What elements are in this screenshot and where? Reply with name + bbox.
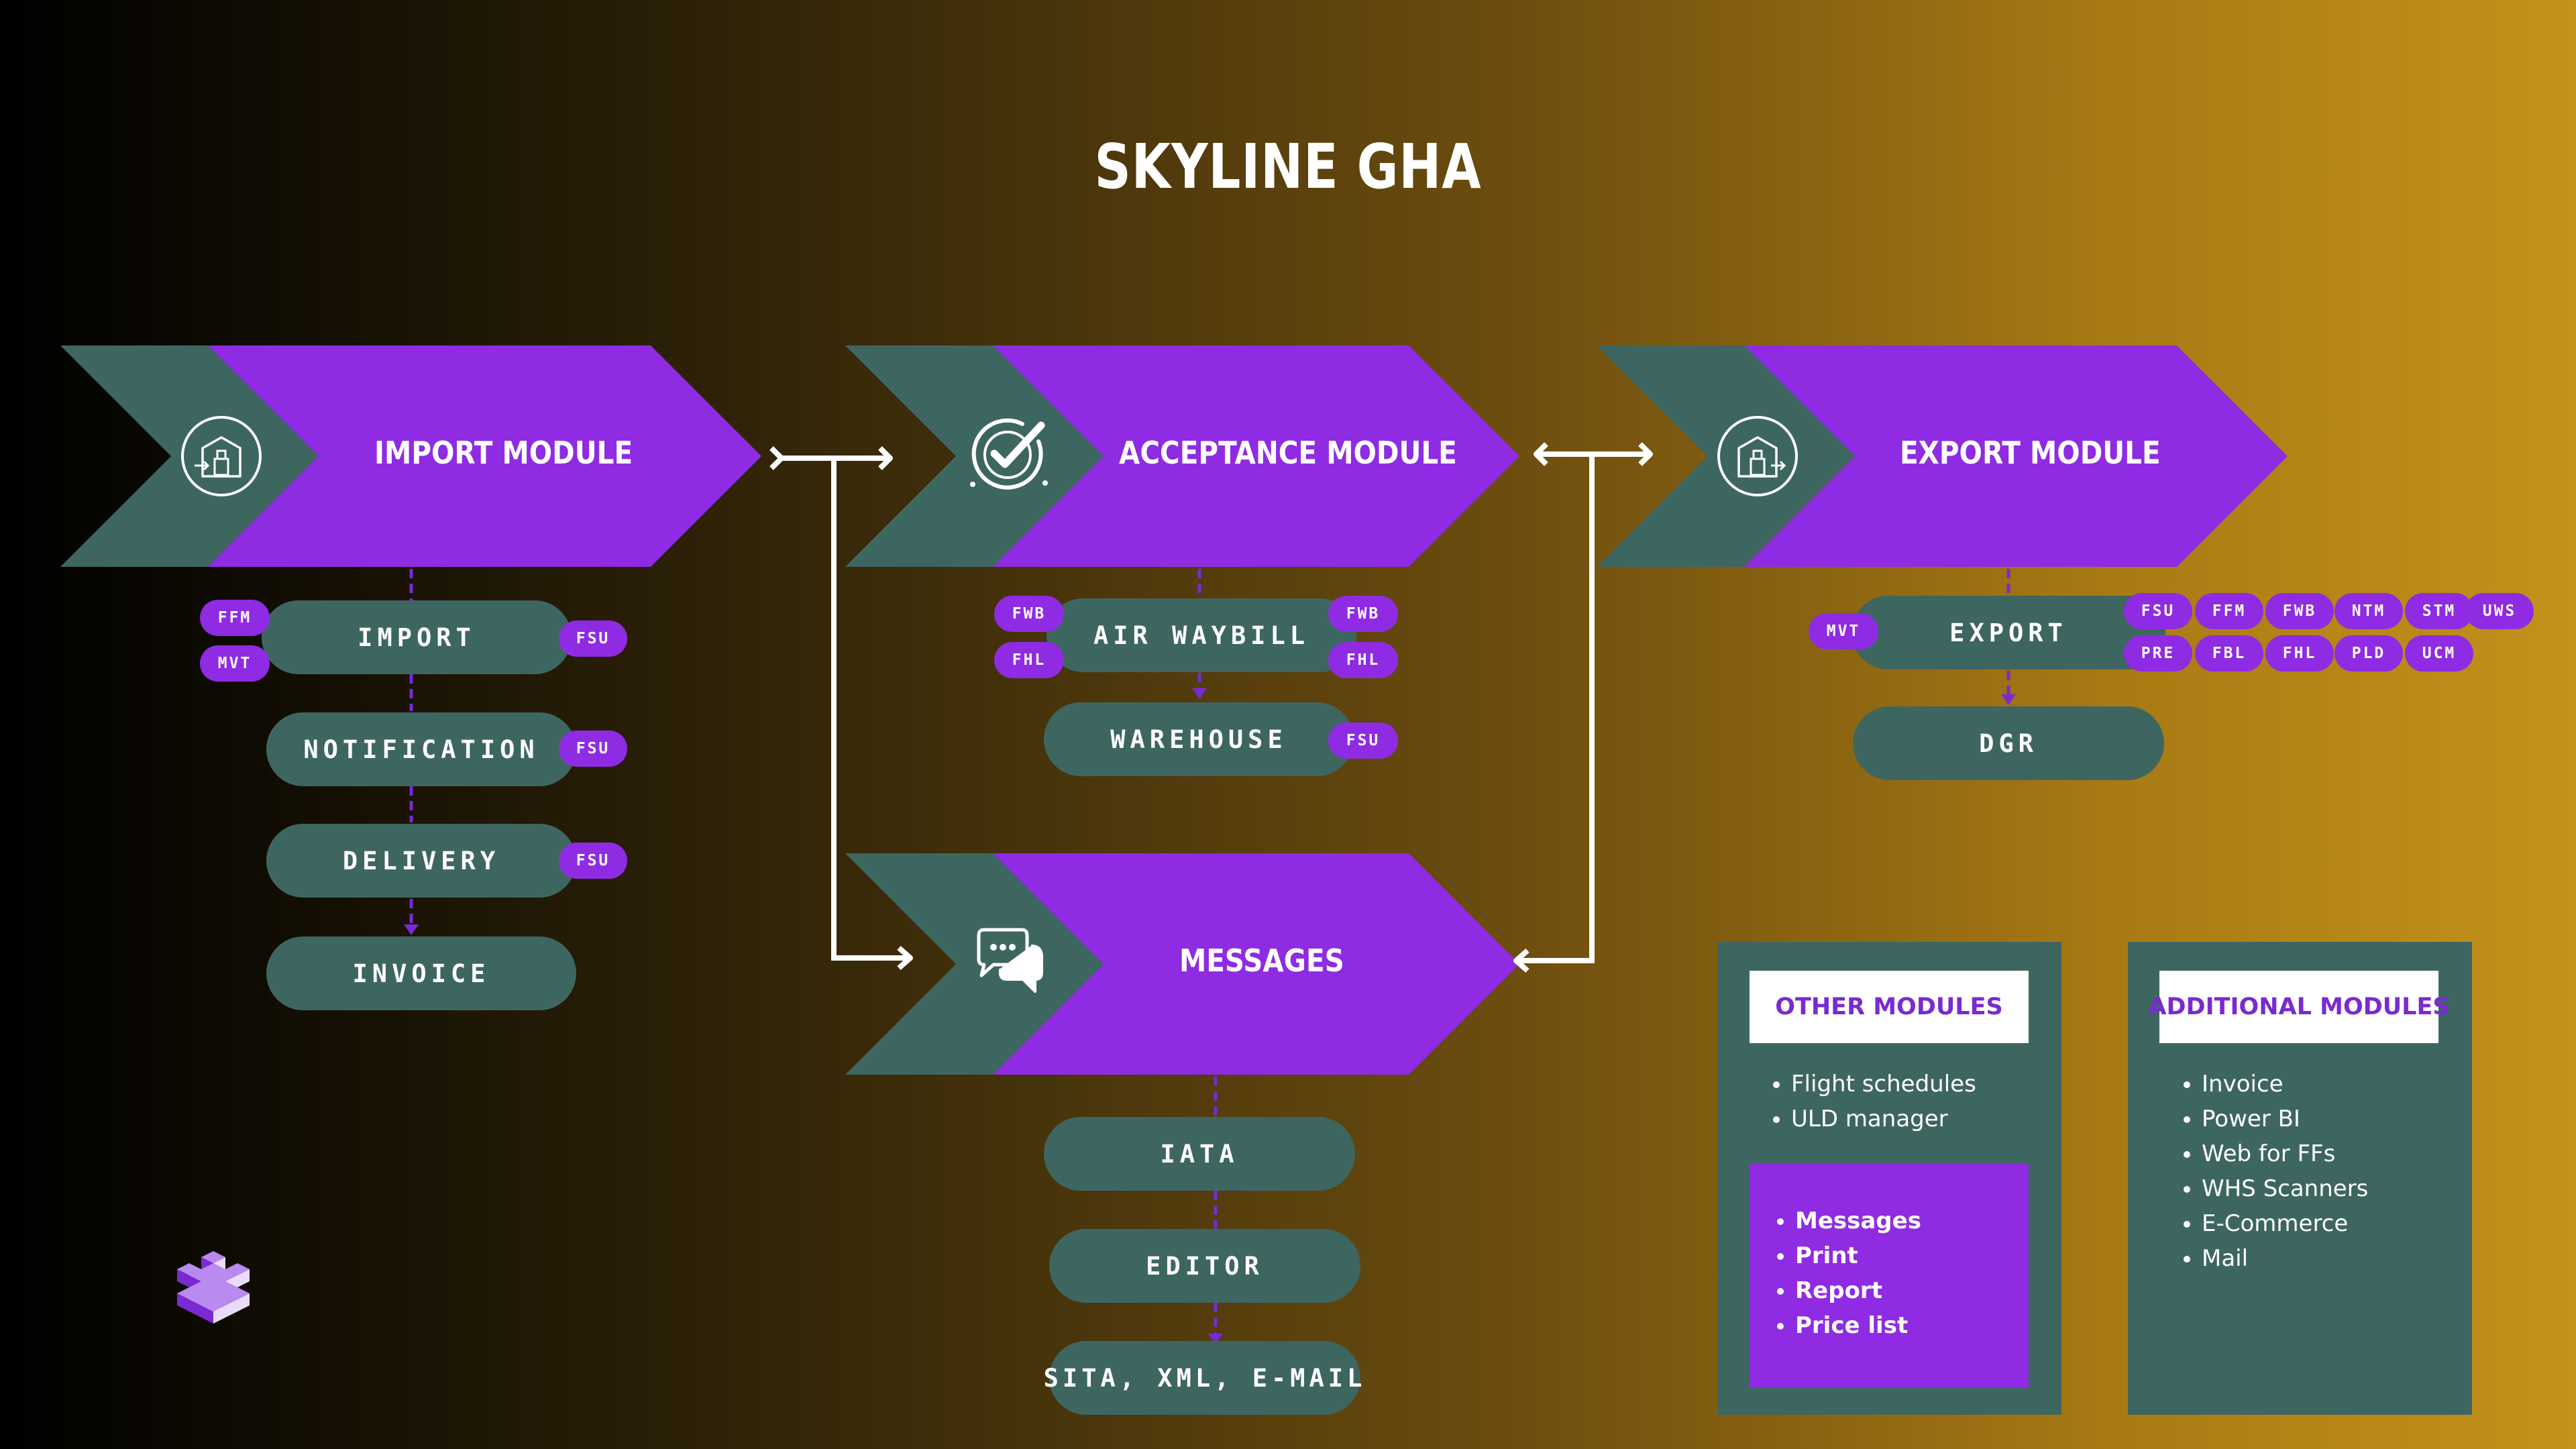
additional-modules-list: Invoice Power BI Web for FFs WHS Scanner… bbox=[2172, 1067, 2368, 1276]
other-modules-highlight-list: Messages Print Report Price list bbox=[1766, 1203, 1921, 1343]
highlight-module-item[interactable]: Price list bbox=[1795, 1308, 1921, 1343]
other-modules-heading: OTHER MODULES bbox=[1750, 971, 2029, 1043]
isometric-cube-logo-icon bbox=[177, 1251, 250, 1324]
message-step-arrowhead bbox=[1208, 1334, 1223, 1344]
import-module-label: IMPORT MODULE bbox=[374, 435, 633, 471]
import-step-arrowhead bbox=[404, 924, 419, 935]
other-module-item[interactable]: Flight schedules bbox=[1791, 1067, 1976, 1102]
export-tag-ffm: FFM bbox=[2195, 593, 2263, 629]
message-step-editor[interactable]: EDITOR bbox=[1049, 1229, 1360, 1303]
export-step-arrowhead bbox=[2001, 694, 2016, 705]
other-modules-highlight-box: Messages Print Report Price list bbox=[1750, 1163, 2029, 1387]
export-tag-pld: PLD bbox=[2334, 635, 2403, 672]
import-tag-ffm: FFM bbox=[200, 600, 270, 636]
acceptance-step-arrowhead bbox=[1192, 688, 1207, 699]
export-tag-fsu: FSU bbox=[2124, 593, 2192, 629]
acceptance-step-warehouse[interactable]: WAREHOUSE bbox=[1044, 702, 1354, 776]
additional-module-item[interactable]: Power BI bbox=[2202, 1102, 2368, 1136]
import-step-notification[interactable]: NOTIFICATION bbox=[266, 712, 576, 786]
highlight-module-item[interactable]: Messages bbox=[1795, 1203, 1921, 1238]
import-step-delivery[interactable]: DELIVERY bbox=[266, 824, 576, 898]
export-module-chevron[interactable] bbox=[1597, 345, 2288, 567]
additional-module-item[interactable]: Web for FFs bbox=[2202, 1136, 2368, 1171]
acceptance-step-air-waybill[interactable]: AIR WAYBILL bbox=[1046, 598, 1356, 672]
import-tag-mvt: MVT bbox=[200, 645, 270, 682]
import-step-invoice[interactable]: INVOICE bbox=[266, 936, 576, 1010]
export-tag-stm: STM bbox=[2405, 593, 2473, 629]
awb-tag-fhl-left: FHL bbox=[994, 642, 1064, 678]
import-warehouse-icon bbox=[180, 415, 263, 498]
export-tag-pre: PRE bbox=[2124, 635, 2192, 672]
import-step-import[interactable]: IMPORT bbox=[262, 600, 572, 674]
connector-acceptance-export bbox=[1513, 442, 1653, 973]
message-step-sita-xml-email[interactable]: SITA, XML, E-MAIL bbox=[1044, 1341, 1362, 1415]
message-step-iata[interactable]: IATA bbox=[1044, 1117, 1355, 1191]
messages-module-chevron[interactable] bbox=[845, 853, 1519, 1075]
export-warehouse-icon bbox=[1716, 415, 1799, 498]
acceptance-module-label: ACCEPTANCE MODULE bbox=[1119, 435, 1457, 471]
highlight-module-item[interactable]: Report bbox=[1795, 1273, 1921, 1308]
additional-module-item[interactable]: WHS Scanners bbox=[2202, 1171, 2368, 1206]
export-tag-fbl: FBL bbox=[2195, 635, 2263, 672]
highlight-module-item[interactable]: Print bbox=[1795, 1238, 1921, 1273]
export-tag-fhl: FHL bbox=[2265, 635, 2334, 672]
messages-module-label: MESSAGES bbox=[1179, 943, 1344, 979]
additional-module-item[interactable]: Mail bbox=[2202, 1241, 2368, 1276]
export-tag-mvt: MVT bbox=[1809, 613, 1878, 649]
connector-import-acceptance bbox=[769, 446, 913, 970]
page-title: SKYLINE GHA bbox=[1094, 131, 1482, 203]
export-module-label: EXPORT MODULE bbox=[1900, 435, 2161, 471]
delivery-tag-fsu: FSU bbox=[559, 843, 627, 879]
awb-tag-fhl-right: FHL bbox=[1328, 642, 1398, 678]
messages-chat-icon bbox=[969, 926, 1050, 1000]
export-tag-ucm: UCM bbox=[2405, 635, 2473, 672]
other-module-item[interactable]: ULD manager bbox=[1791, 1102, 1976, 1136]
acceptance-check-icon bbox=[966, 411, 1053, 498]
export-tag-fwb: FWB bbox=[2265, 593, 2334, 629]
export-tag-uws: UWS bbox=[2465, 593, 2534, 629]
additional-module-item[interactable]: E-Commerce bbox=[2202, 1206, 2368, 1241]
notification-tag-fsu: FSU bbox=[559, 731, 627, 767]
additional-modules-heading: ADDITIONAL MODULES bbox=[2148, 971, 2450, 1043]
export-step-export[interactable]: EXPORT bbox=[1851, 596, 2165, 669]
awb-tag-fwb-left: FWB bbox=[994, 596, 1064, 632]
export-step-dgr[interactable]: DGR bbox=[1853, 706, 2164, 780]
warehouse-tag-fsu: FSU bbox=[1328, 722, 1398, 759]
export-tag-ntm: NTM bbox=[2334, 593, 2403, 629]
import-tag-fsu: FSU bbox=[559, 621, 627, 657]
other-modules-list: Flight schedules ULD manager bbox=[1762, 1067, 1976, 1136]
awb-tag-fwb-right: FWB bbox=[1328, 596, 1398, 632]
additional-module-item[interactable]: Invoice bbox=[2202, 1067, 2368, 1102]
import-module-chevron[interactable] bbox=[60, 345, 761, 567]
